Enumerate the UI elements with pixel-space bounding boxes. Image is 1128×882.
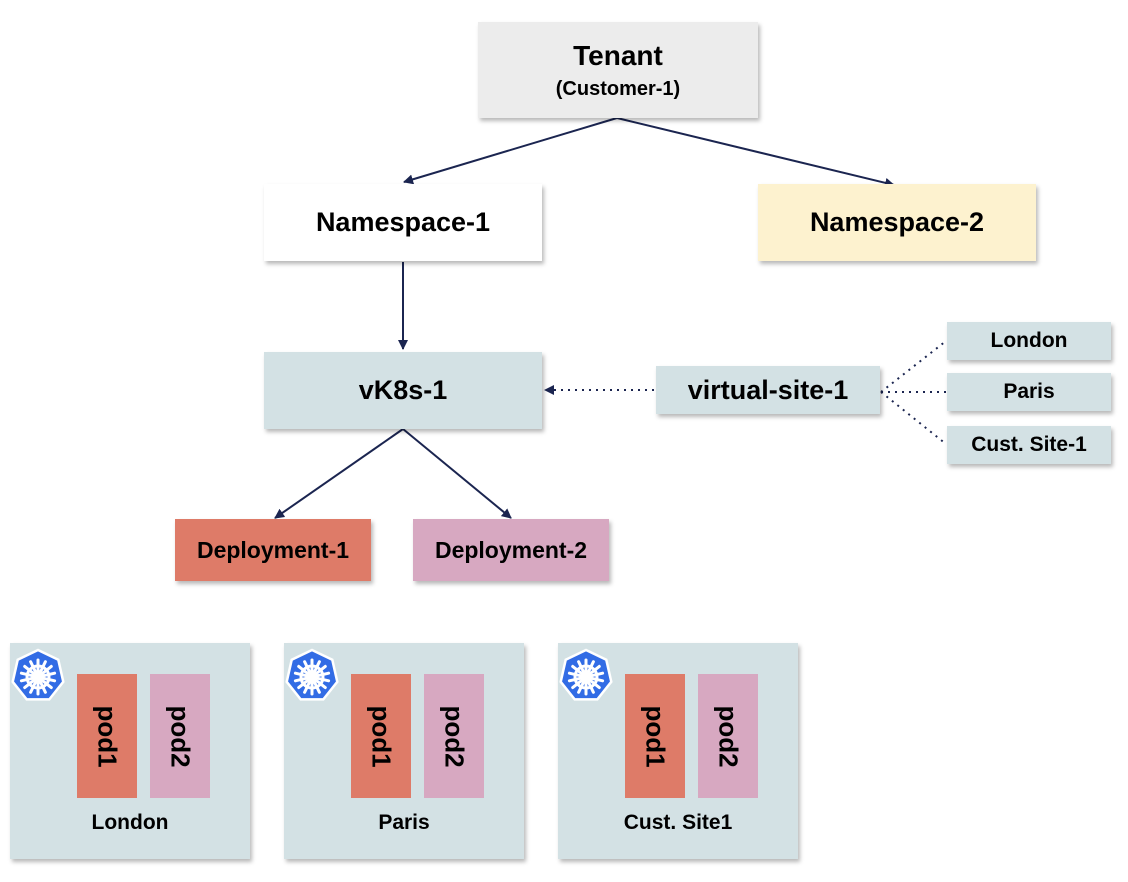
arrow-vk8s-to-deployment-2 xyxy=(402,428,512,519)
namespace-1-box: Namespace-1 xyxy=(264,184,542,261)
deployment-1-box: Deployment-1 xyxy=(175,519,371,581)
tenant-box: Tenant (Customer-1) xyxy=(478,22,758,118)
pod-1: pod1 xyxy=(625,674,685,798)
pod-2: pod2 xyxy=(698,674,758,798)
deployment-2-box: Deployment-2 xyxy=(413,519,609,581)
kubernetes-icon xyxy=(559,648,613,701)
pod-2: pod2 xyxy=(424,674,484,798)
cluster-cust-site-1: pod1 pod2 Cust. Site1 xyxy=(558,643,798,859)
cluster-label: Paris xyxy=(378,811,430,834)
kubernetes-icon xyxy=(11,648,65,701)
site-paris-box: Paris xyxy=(947,373,1111,411)
dotted-link-virtual-site-to-london xyxy=(880,340,947,393)
cluster-label: Cust. Site1 xyxy=(623,811,733,834)
dotted-link-virtual-site-to-cust-site xyxy=(880,391,947,445)
pod-2: pod2 xyxy=(150,674,210,798)
tenant-subtitle: (Customer-1) xyxy=(555,77,681,100)
site-london-box: London xyxy=(947,322,1111,360)
vk8s-box: vK8s-1 xyxy=(264,352,542,429)
pod-1-label: pod1 xyxy=(640,704,671,768)
pod-2-label: pod2 xyxy=(713,704,744,768)
pod-2-label: pod2 xyxy=(165,704,196,768)
kubernetes-icon xyxy=(285,648,339,701)
cluster-label: London xyxy=(91,811,169,834)
virtual-site-box: virtual-site-1 xyxy=(656,366,880,414)
cluster-london: pod1 pod2 London xyxy=(10,643,250,859)
namespace-2-box: Namespace-2 xyxy=(758,184,1036,261)
cluster-paris: pod1 pod2 Paris xyxy=(284,643,524,859)
pod-1: pod1 xyxy=(351,674,411,798)
arrow-tenant-to-namespace-1 xyxy=(403,117,618,185)
pod-1-label: pod1 xyxy=(366,704,397,768)
tenant-title: Tenant xyxy=(573,39,663,71)
site-cust-site-1-box: Cust. Site-1 xyxy=(947,426,1111,464)
arrow-tenant-to-namespace-2 xyxy=(616,117,895,188)
pod-1-label: pod1 xyxy=(92,704,123,768)
arrow-vk8s-to-deployment-1 xyxy=(274,428,404,519)
pod-2-label: pod2 xyxy=(439,704,470,768)
pod-1: pod1 xyxy=(77,674,137,798)
